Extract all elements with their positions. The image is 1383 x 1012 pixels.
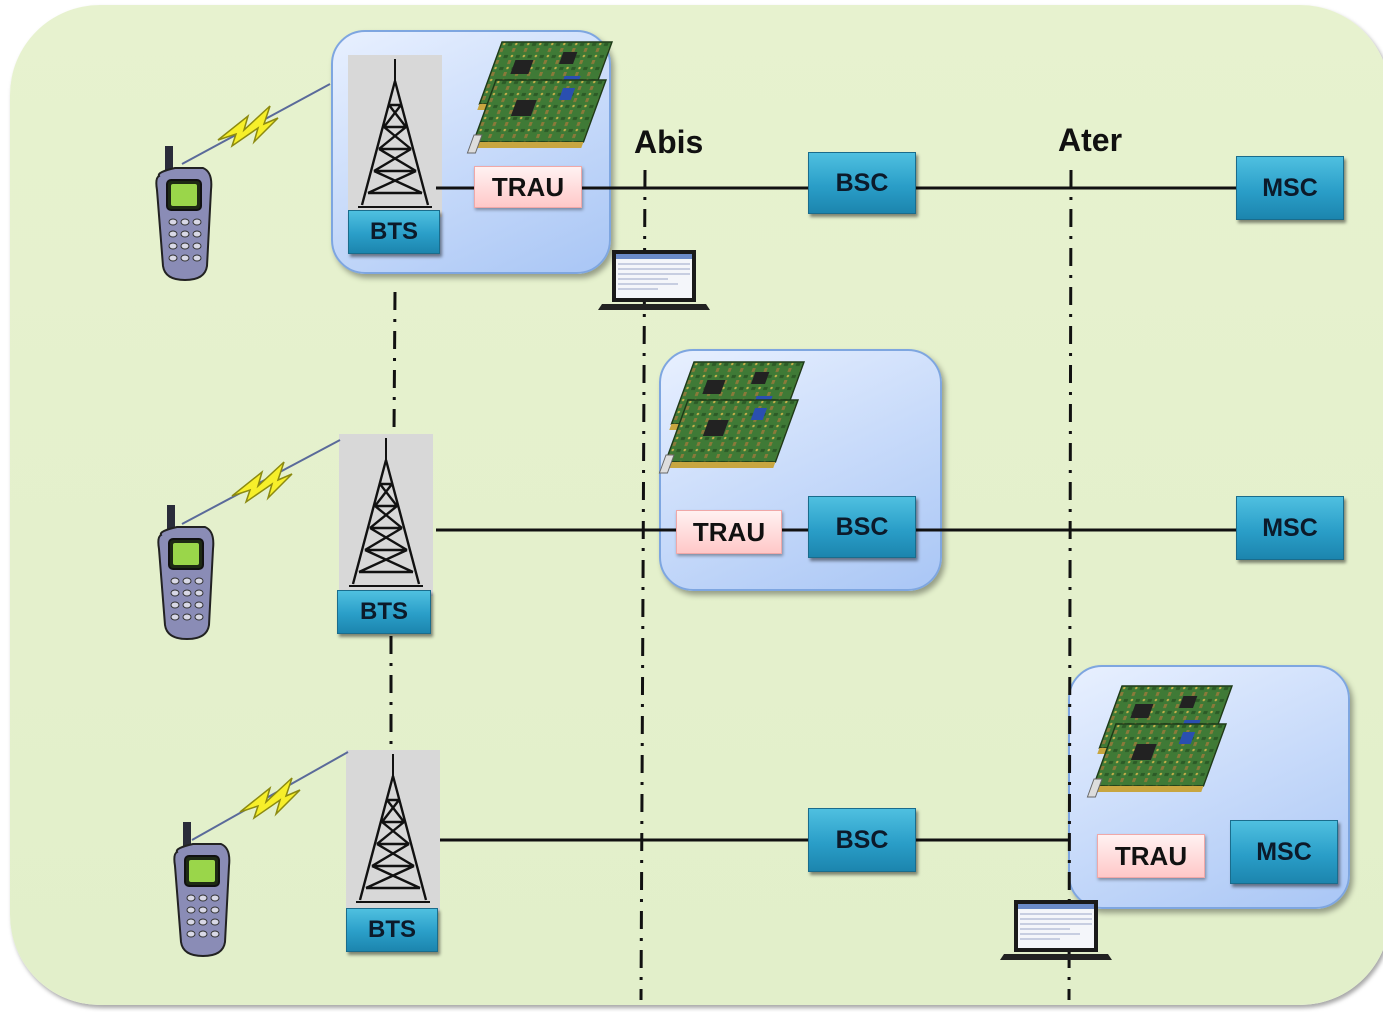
bts-node: BTS: [346, 908, 438, 952]
laptop-icon: [597, 249, 711, 311]
radio-link-line: [191, 751, 349, 841]
trau-node: TRAU: [676, 510, 782, 554]
bts-chain-line-1: [392, 291, 397, 433]
trau-node: TRAU: [474, 166, 582, 208]
laptop-icon: [999, 899, 1113, 961]
bsc-node: BSC: [808, 152, 916, 214]
msc-node: MSC: [1236, 496, 1344, 560]
interface-card-icon: [1086, 685, 1233, 798]
abis-interface-line: [639, 169, 647, 1001]
bts-node: BTS: [337, 590, 431, 634]
mobile-phone-icon: [157, 504, 215, 640]
tower-icon: [346, 53, 444, 219]
mobile-phone-icon: [155, 145, 213, 281]
tower-icon: [344, 748, 442, 914]
ater-label: Ater: [1058, 122, 1123, 158]
msc-node: MSC: [1230, 820, 1338, 884]
msc-node: MSC: [1236, 156, 1344, 220]
lightning-icon: [231, 461, 293, 503]
bts-node: BTS: [348, 210, 440, 254]
interface-card-icon: [466, 41, 613, 154]
interface-card-icon: [658, 361, 805, 474]
radio-link-line: [181, 439, 341, 525]
abis-label: Abis: [634, 124, 704, 160]
mobile-phone-icon: [173, 821, 231, 957]
bsc-node: BSC: [808, 496, 916, 558]
trau-node: TRAU: [1097, 834, 1205, 878]
bsc-node: BSC: [808, 808, 916, 872]
ater-interface-line: [1067, 169, 1073, 1001]
tower-icon: [337, 432, 435, 598]
